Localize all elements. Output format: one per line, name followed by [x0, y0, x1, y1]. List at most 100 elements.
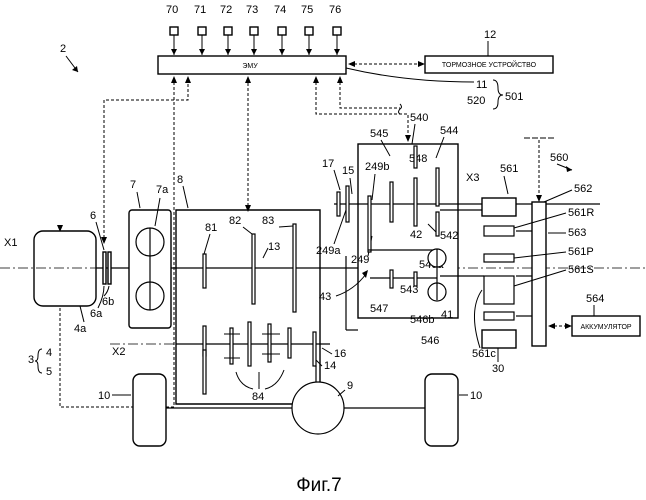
transmission-8-case	[176, 210, 320, 404]
ecu-brace	[493, 80, 503, 109]
svg-text:71: 71	[194, 4, 206, 16]
motor-561-upper	[482, 198, 516, 216]
planet-561P-upper	[484, 254, 514, 262]
ecu-unit520-link	[340, 82, 400, 108]
svg-text:75: 75	[301, 4, 313, 16]
ref-42: 42	[410, 229, 422, 241]
sensor-76: 76	[329, 4, 341, 55]
battery-ref: 564	[586, 293, 604, 305]
ecu-ref: 11	[476, 79, 487, 91]
ref-17: 17	[322, 158, 334, 170]
svg-text:73: 73	[246, 4, 258, 16]
axis-x2: X2	[112, 346, 125, 358]
svg-text:72: 72	[220, 4, 232, 16]
ref-4: 4	[46, 347, 52, 359]
brake-label: ТОРМОЗНОЕ УСТРОЙСТВО	[442, 60, 537, 69]
ref-16: 16	[334, 348, 346, 360]
ring-561R	[484, 226, 514, 236]
sensor-group: 70 71 72 73 74	[166, 4, 341, 55]
ref-14: 14	[324, 360, 336, 372]
ref-9: 9	[347, 380, 353, 392]
sun-561S	[484, 276, 514, 304]
ref-540: 540	[410, 112, 428, 124]
svg-text:76: 76	[329, 4, 341, 16]
battery-label: АККУМУЛЯТОР	[580, 324, 631, 331]
ref-41: 41	[441, 309, 453, 321]
axis-x1: X1	[4, 237, 17, 249]
motor-561-lower	[482, 330, 516, 348]
component-7: 7 7a	[129, 179, 171, 328]
ref-548: 548	[409, 153, 427, 165]
ref-8: 8	[177, 174, 183, 186]
unit-560: 560 561 562 561R 563 561P 561S 561c 30	[440, 152, 594, 375]
ref-7: 7	[130, 179, 136, 191]
brake-ref: 12	[484, 29, 496, 41]
ref-6a: 6a	[90, 308, 103, 320]
ref-545: 545	[370, 128, 388, 140]
ref-4a-a: 4a	[74, 323, 87, 335]
ref-3: 3	[28, 354, 34, 366]
ref-547: 547	[370, 303, 388, 315]
brake-block: 12 ТОРМОЗНОЕ УСТРОЙСТВО	[348, 29, 553, 73]
ecu-ref-520: 520	[467, 95, 485, 107]
ref-249: 249	[351, 254, 369, 266]
ref-7a: 7a	[156, 184, 169, 196]
clutch-6-plate-b	[108, 252, 111, 284]
unit-560-frame	[532, 202, 546, 346]
svg-text:2: 2	[60, 43, 66, 55]
ecu-ref-501: 501	[505, 91, 523, 103]
ref-249a: 249a	[316, 245, 341, 257]
sensor-74: 74	[274, 4, 286, 55]
engine-box	[34, 231, 96, 306]
ref-6: 6	[90, 210, 96, 222]
wheel-right	[425, 374, 458, 446]
sensor-75: 75	[301, 4, 313, 55]
planet-561P-lower	[484, 312, 514, 320]
unit-540: 540 545 544 548 249b 542 42 546a 543 547…	[316, 112, 600, 347]
ref-542: 542	[440, 230, 458, 242]
ref-561S: 561S	[568, 264, 594, 276]
ref-43: 43	[319, 291, 331, 303]
ref-561R: 561R	[568, 207, 594, 219]
figure-caption: Фиг.7	[296, 475, 342, 496]
figure-arrow-head	[72, 66, 78, 72]
ref-563: 563	[568, 227, 586, 239]
wheel-left	[133, 374, 166, 446]
ecu-unit540-link	[316, 82, 408, 136]
ref-546b: 546b	[410, 314, 434, 326]
ref-84: 84	[252, 391, 264, 403]
sensor-70: 70	[166, 4, 178, 55]
differential	[292, 382, 344, 434]
ref-5: 5	[46, 366, 52, 378]
ref-560: 560	[550, 152, 568, 164]
ref-6b: 6b	[102, 296, 114, 308]
ecu-label: ЭМУ	[242, 63, 258, 70]
ref-82: 82	[229, 215, 241, 227]
ref-81: 81	[205, 222, 217, 234]
ref-15: 15	[342, 165, 354, 177]
sensor-72: 72	[220, 4, 232, 55]
drive-axle: 9 10 10	[98, 366, 482, 446]
ref-13: 13	[268, 241, 280, 253]
ref-561P: 561P	[568, 246, 594, 258]
sensor-73: 73	[246, 4, 258, 55]
ref-3-brace	[35, 349, 42, 373]
ref-83: 83	[262, 215, 274, 227]
ref-544: 544	[440, 125, 458, 137]
ref-30: 30	[492, 363, 504, 375]
sensor-71: 71	[194, 4, 206, 55]
figure-number: 2	[60, 43, 78, 72]
battery-block: 564 АККУМУЛЯТОР	[548, 293, 640, 336]
ref-562: 562	[574, 183, 592, 195]
ref-561c: 561c	[472, 348, 496, 360]
ref-10-left: 10	[98, 390, 110, 402]
ref-561: 561	[500, 163, 518, 175]
ref-10-right: 10	[470, 390, 482, 402]
axis-x3: X3	[466, 172, 479, 184]
ref-249b: 249b	[365, 161, 389, 173]
svg-text:70: 70	[166, 4, 178, 16]
clutch-6-plate-a	[103, 252, 106, 284]
svg-text:74: 74	[274, 4, 286, 16]
ref-546: 546	[421, 335, 439, 347]
